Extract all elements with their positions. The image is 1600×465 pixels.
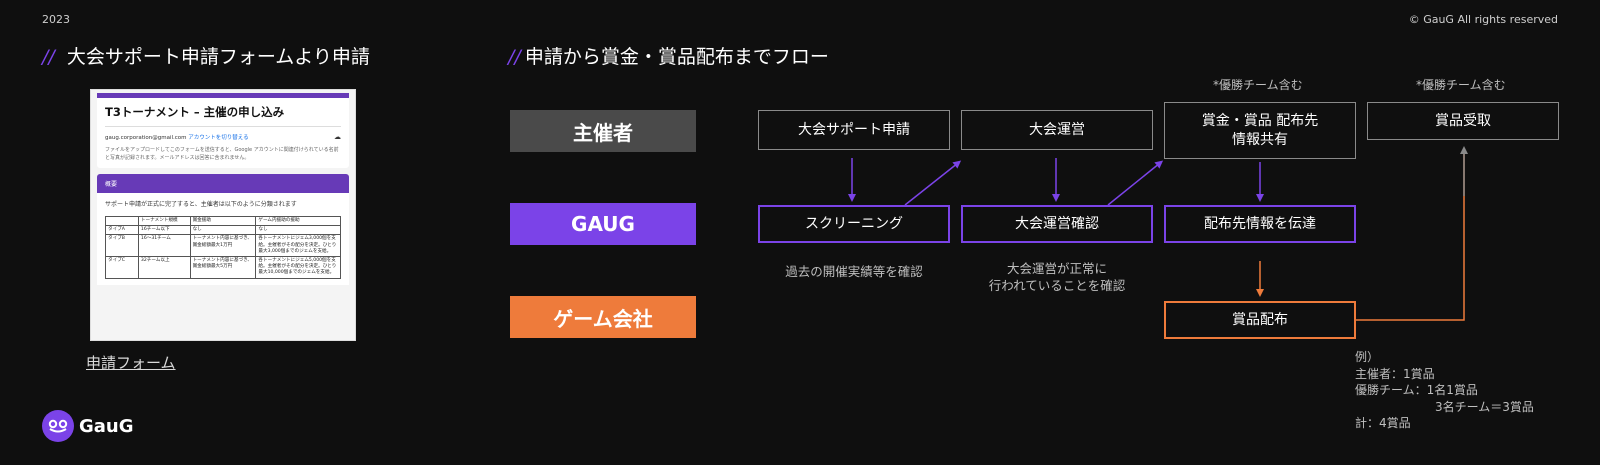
example-line-4: 計：4賞品 xyxy=(1355,415,1534,432)
flow-share-label-2: 情報共有 xyxy=(1232,131,1288,149)
example-line-2: 優勝チーム：1名1賞品 xyxy=(1355,382,1534,399)
flow-notify-box: 配布先情報を伝達 xyxy=(1164,205,1356,243)
example-label: 例） xyxy=(1355,349,1534,366)
winning-team-note-1: *優勝チーム含む xyxy=(1213,76,1303,93)
confirm-note-line-2: 行われていることを確認 xyxy=(961,278,1153,295)
winning-team-note-2: *優勝チーム含む xyxy=(1416,76,1506,93)
confirm-note-line-1: 大会運営が正常に xyxy=(961,261,1153,278)
flow-operate-box: 大会運営 xyxy=(961,110,1153,150)
flow-screening-label: スクリーニング xyxy=(805,215,903,233)
flow-receive-label: 賞品受取 xyxy=(1435,112,1491,130)
flow-confirm-label: 大会運営確認 xyxy=(1015,215,1099,233)
flow-screening-box: スクリーニング xyxy=(758,205,950,243)
confirm-note: 大会運営が正常に 行われていることを確認 xyxy=(961,261,1153,295)
flow-apply-box: 大会サポート申請 xyxy=(758,110,950,150)
example-line-1: 主催者：1賞品 xyxy=(1355,366,1534,383)
flow-operate-label: 大会運営 xyxy=(1029,121,1085,139)
flow-notify-label: 配布先情報を伝達 xyxy=(1204,215,1316,233)
flow-apply-label: 大会サポート申請 xyxy=(798,121,910,139)
flow-confirm-box: 大会運営確認 xyxy=(961,205,1153,243)
flow-receive-box: 賞品受取 xyxy=(1367,102,1559,140)
flow-distribute-box: 賞品配布 xyxy=(1164,301,1356,339)
flow-distribute-label: 賞品配布 xyxy=(1232,311,1288,329)
arrow-screening-to-operate xyxy=(905,163,958,205)
flow-share-box: 賞金・賞品 配布先 情報共有 xyxy=(1164,102,1356,159)
arrow-distribute-to-receive xyxy=(1355,148,1464,320)
example-line-3: 3名チーム＝3賞品 xyxy=(1355,399,1534,416)
screening-note: 過去の開催実績等を確認 xyxy=(758,261,950,280)
flow-share-label-1: 賞金・賞品 配布先 xyxy=(1202,112,1318,130)
example-notes: 例） 主催者：1賞品 優勝チーム：1名1賞品 3名チーム＝3賞品 計：4賞品 xyxy=(1355,349,1534,432)
arrow-confirm-to-share xyxy=(1108,163,1160,205)
